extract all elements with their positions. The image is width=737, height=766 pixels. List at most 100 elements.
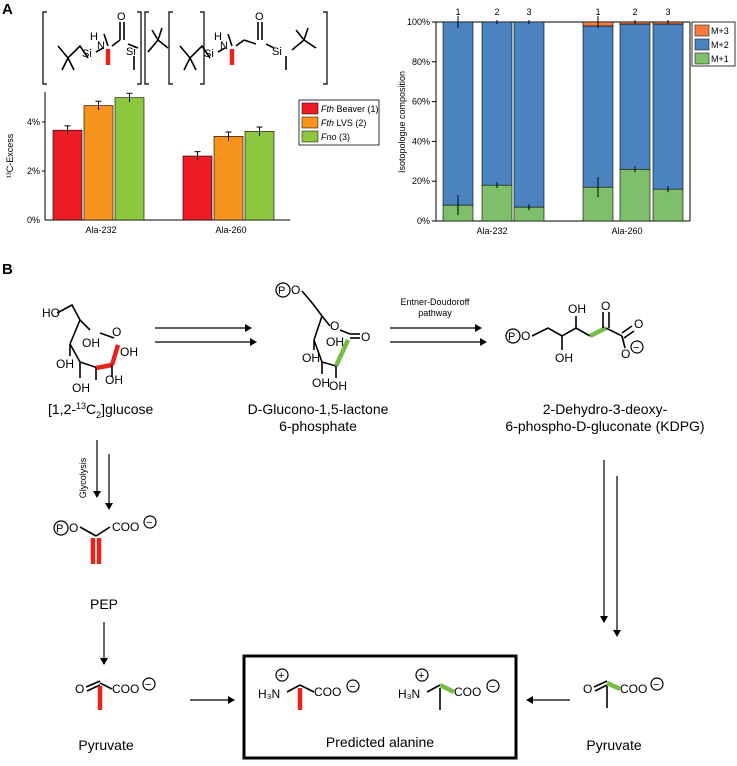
legend-swatch-beaver xyxy=(301,102,319,115)
iso-group-ala260: Ala-260 xyxy=(611,226,642,236)
excess-bar-ala-260-2 xyxy=(213,136,244,221)
excess-bar-ala-232-1 xyxy=(52,129,83,221)
panel-b-label: B xyxy=(2,261,13,278)
kdpg-o-link: O xyxy=(521,329,530,343)
legend-m1: M+1 xyxy=(711,54,729,64)
svg-text:Fth Beaver (1): Fth Beaver (1) xyxy=(321,104,379,114)
ed-label-1: Entner-Doudoroff xyxy=(401,297,470,307)
pyr-left-o: O xyxy=(75,682,84,696)
arrow-glucose-to-lactone xyxy=(155,324,257,346)
glucose-structure: HO OH O OH OH OH OH [1,2-13C2]glucose xyxy=(42,303,154,420)
kdpg-minus: − xyxy=(633,342,639,354)
iso-bar-number: 3 xyxy=(665,7,670,17)
excess-bar-ala-260-1 xyxy=(182,155,213,221)
iso-ylabel: Isotopologue composition xyxy=(397,71,407,173)
pep-structure: P O COO − PEP xyxy=(53,515,157,612)
iso-ytick-label: 60% xyxy=(412,97,430,107)
pep-coo: COO xyxy=(112,520,139,534)
lactone-o-carbonyl: O xyxy=(361,330,370,344)
excess-bar-ala-260-3 xyxy=(244,131,275,221)
pyr-right-name: Pyruvate xyxy=(586,737,641,753)
pyruvate-left-structure: O COO − Pyruvate xyxy=(75,677,156,753)
legend-swatch-lvs xyxy=(301,116,319,129)
ed-label-2: pathway xyxy=(418,308,452,318)
iso-bar-segment-mp2 xyxy=(619,23,651,170)
iso-bar-segment-mp1 xyxy=(481,184,513,222)
panel-a-label: A xyxy=(2,1,13,18)
frag1-si1: Si xyxy=(82,48,92,60)
lactone-oh-b: OH xyxy=(312,376,330,390)
glycolysis-label: Glycolysis xyxy=(78,457,88,498)
excess-ytick-2: 2% xyxy=(27,166,40,176)
kdpg-oh-bot: OH xyxy=(555,351,573,365)
alanine-2-minus: − xyxy=(489,681,495,693)
iso-bar-number: 2 xyxy=(494,7,499,17)
arrow-pyruvate-right-to-alanine xyxy=(526,696,570,704)
iso-bar-number: 1 xyxy=(595,7,600,17)
frag2-h: H xyxy=(214,31,222,43)
glucose-oh-a: OH xyxy=(82,336,100,350)
pyr-left-name: Pyruvate xyxy=(78,737,133,753)
pyr-left-coo: COO xyxy=(112,682,139,696)
glucose-oh-c: OH xyxy=(120,345,138,359)
lactone-p: P xyxy=(278,285,285,297)
legend-lvs-italic: Fth xyxy=(321,118,334,128)
arrow-kdpg-to-pyruvate xyxy=(600,460,621,637)
alanine-caption: Predicted alanine xyxy=(326,734,434,750)
legend-swatch-m2 xyxy=(694,38,710,51)
arrow-glycolysis: Glycolysis xyxy=(78,440,113,510)
frag1-o: O xyxy=(117,11,126,23)
kdpg-p: P xyxy=(508,331,515,343)
iso-bar-segment-mp2 xyxy=(481,21,513,186)
lactone-oh-a: OH xyxy=(302,351,320,365)
frag1-n: N xyxy=(97,40,105,52)
isotopologue-chart: Isotopologue composition 0%20%40%60%80%1… xyxy=(397,7,691,236)
frag2-n: N xyxy=(220,40,228,52)
excess-bar-ala-232-3 xyxy=(114,97,145,221)
kdpg-o-carb: O xyxy=(634,317,643,331)
tbdms-fragment-1: Si H N O Si xyxy=(42,11,205,85)
iso-legend: M+3 M+2 M+1 xyxy=(691,21,736,67)
lactone-oh-d: OH xyxy=(329,379,347,393)
kdpg-oh-top: OH xyxy=(568,302,586,316)
legend-beaver-italic: Fth xyxy=(321,104,334,114)
kdpg-name-2: 6-phospho-D-gluconate (KDPG) xyxy=(505,418,704,434)
glucose-name: [1,2-13C2]glucose xyxy=(48,401,154,420)
lactone-name-1: D-Glucono-1,5-lactone xyxy=(248,401,389,417)
iso-bar-segment-mp2 xyxy=(582,25,614,188)
excess-bar-ala-232-2 xyxy=(83,105,114,221)
excess-ytick-4: 4% xyxy=(27,117,40,127)
lactone-oh-c: OH xyxy=(326,335,344,349)
pep-minus: − xyxy=(146,517,152,529)
legend-m3: M+3 xyxy=(711,26,729,36)
alanine-1-minus: − xyxy=(349,681,355,693)
iso-ytick-label: 100% xyxy=(407,17,430,27)
iso-bar-number: 2 xyxy=(632,7,637,17)
legend-fno-italic: Fno xyxy=(321,132,337,142)
lactone-o-ring: O xyxy=(330,319,339,333)
lactone-name-2: 6-phosphate xyxy=(279,418,357,434)
legend-lvs-text: LVS (2) xyxy=(334,118,366,128)
alanine-2-plus: + xyxy=(418,670,424,682)
legend-swatch-fno xyxy=(301,130,319,143)
iso-bar-segment-mp1 xyxy=(619,168,651,222)
excess-legend: Fth Beaver (1) Fth LVS (2) Fno (3) xyxy=(298,99,380,146)
frag1-si2: Si xyxy=(126,46,136,58)
arrow-pyruvate-left-to-alanine xyxy=(190,696,235,704)
excess-group-ala260: Ala-260 xyxy=(215,225,246,235)
alanine-1-h3n: H₃N xyxy=(258,687,280,701)
glucose-o: O xyxy=(112,325,121,339)
alanine-1-plus: + xyxy=(278,670,284,682)
legend-m2: M+2 xyxy=(711,40,729,50)
iso-group-ala232: Ala-232 xyxy=(476,226,507,236)
tbdms-fragment-2: Si H N O Si xyxy=(168,11,328,85)
kdpg-o-keto: O xyxy=(601,299,610,313)
arrow-pep-to-pyruvate xyxy=(100,622,108,665)
excess-ytick-0: 0% xyxy=(27,215,40,225)
iso-bar-segment-mp1 xyxy=(652,188,684,222)
iso-bar-segment-mp2 xyxy=(442,21,474,206)
excess-chart: ¹³C-Excess 0% 2% 4% Ala-232 Ala-260 xyxy=(5,92,290,235)
alanine-2-h3n: H₃N xyxy=(398,687,420,701)
pep-o: O xyxy=(69,521,78,535)
